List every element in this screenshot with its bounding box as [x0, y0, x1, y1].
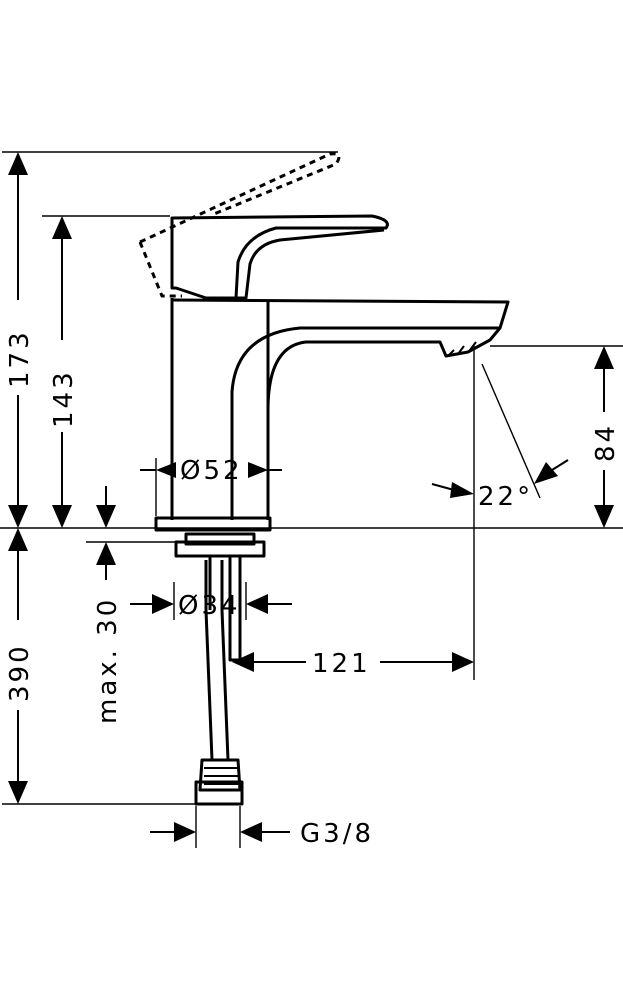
faucet-body — [138, 152, 510, 806]
dimension-390: 390 — [5, 528, 35, 804]
dimension-max-30-label: max. 30 — [93, 597, 123, 724]
reference-lines — [0, 151, 623, 848]
dimension-143-label: 143 — [49, 369, 79, 428]
dimension-121-label: 121 — [312, 649, 371, 679]
dimension-84-label: 84 — [591, 423, 621, 462]
dimension-angle-22: 22° — [431, 459, 569, 512]
dimension-g38: G3/8 — [150, 819, 374, 849]
dimension-84: 84 — [591, 346, 621, 528]
dimension-390-label: 390 — [5, 643, 35, 702]
dimension-173-label: 173 — [5, 329, 35, 388]
dimension-d34-label: Ø34 — [178, 591, 241, 621]
dimension-121: 121 — [232, 649, 474, 679]
dimension-g38-label: G3/8 — [300, 819, 374, 849]
dimension-d52-label: Ø52 — [180, 456, 243, 486]
dimension-angle-22-label: 22° — [478, 482, 533, 512]
dimension-d52: Ø52 — [140, 456, 282, 486]
dimension-173: 173 — [5, 152, 35, 528]
dimension-max-30: max. 30 — [93, 486, 123, 724]
dimension-143: 143 — [49, 216, 79, 528]
dimension-d34: Ø34 — [130, 591, 292, 621]
